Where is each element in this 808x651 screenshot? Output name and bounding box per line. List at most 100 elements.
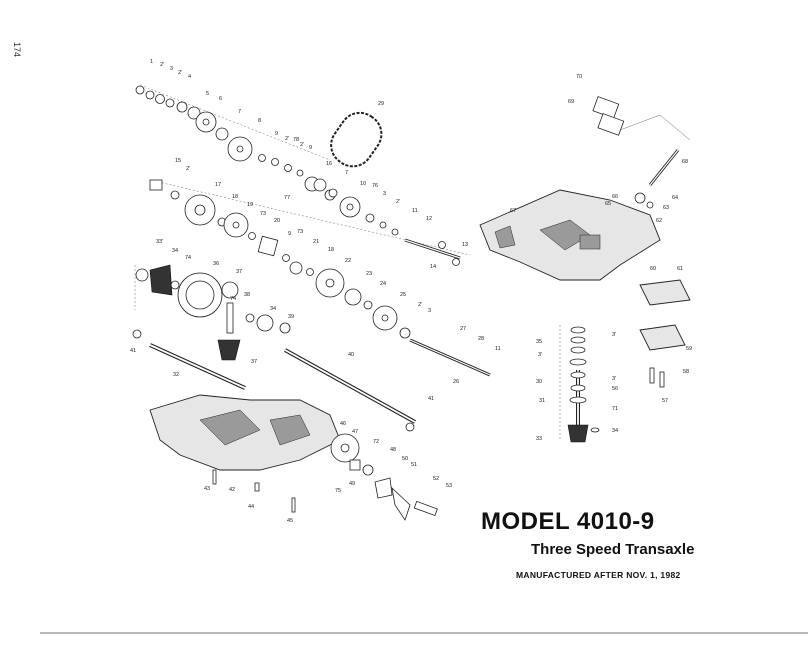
svg-text:45: 45 (287, 518, 293, 524)
svg-text:76: 76 (372, 183, 378, 189)
svg-text:75: 75 (335, 488, 341, 494)
svg-text:40: 40 (348, 352, 354, 358)
housing-cover (479, 96, 661, 281)
svg-text:41: 41 (130, 348, 136, 354)
svg-text:25: 25 (400, 292, 406, 298)
svg-text:66: 66 (612, 194, 618, 200)
shift-plates (639, 279, 691, 388)
middle-parts-row (149, 178, 460, 339)
svg-text:15: 15 (175, 158, 181, 164)
svg-text:3': 3' (538, 352, 542, 358)
lower-housing (132, 329, 438, 521)
svg-text:41: 41 (428, 396, 434, 402)
model-title: MODEL 4010-9 (481, 508, 655, 535)
svg-text:19: 19 (247, 202, 253, 208)
svg-text:70: 70 (576, 74, 582, 80)
svg-text:11: 11 (495, 346, 501, 352)
svg-text:3': 3' (612, 332, 616, 338)
svg-text:2': 2' (418, 302, 422, 308)
svg-text:58: 58 (683, 369, 689, 375)
svg-text:73: 73 (260, 211, 266, 217)
svg-text:78: 78 (293, 137, 299, 143)
svg-text:23: 23 (366, 271, 372, 277)
svg-text:3: 3 (170, 66, 173, 72)
svg-text:34: 34 (612, 428, 618, 434)
svg-text:2': 2' (178, 70, 182, 76)
svg-text:5: 5 (206, 91, 209, 97)
svg-text:72: 72 (373, 439, 379, 445)
drive-chain (330, 111, 383, 168)
svg-text:42: 42 (229, 487, 235, 493)
svg-text:2': 2' (396, 199, 400, 205)
svg-text:59: 59 (686, 346, 692, 352)
svg-text:4: 4 (188, 74, 191, 80)
svg-text:28: 28 (478, 336, 484, 342)
svg-text:64: 64 (672, 195, 678, 201)
svg-text:37: 37 (236, 269, 242, 275)
svg-text:14: 14 (430, 264, 436, 270)
svg-text:38: 38 (244, 292, 250, 298)
svg-text:10: 10 (360, 181, 366, 187)
svg-text:13: 13 (462, 242, 468, 248)
svg-text:35: 35 (536, 339, 542, 345)
svg-text:17: 17 (215, 182, 221, 188)
svg-text:67: 67 (510, 208, 516, 214)
model-subtitle: Three Speed Transaxle (531, 541, 695, 558)
svg-text:30: 30 (536, 379, 542, 385)
svg-text:57: 57 (662, 398, 668, 404)
svg-text:24: 24 (380, 281, 386, 287)
differential-gears (135, 264, 291, 361)
svg-text:26: 26 (453, 379, 459, 385)
svg-text:9: 9 (309, 145, 312, 151)
svg-text:3: 3 (383, 191, 386, 197)
svg-text:47: 47 (352, 429, 358, 435)
svg-text:39: 39 (288, 314, 294, 320)
svg-text:63: 63 (663, 205, 669, 211)
svg-text:32: 32 (173, 372, 179, 378)
svg-text:44: 44 (248, 504, 254, 510)
svg-text:3': 3' (612, 376, 616, 382)
svg-text:69: 69 (568, 99, 574, 105)
svg-text:51: 51 (411, 462, 417, 468)
svg-text:34: 34 (172, 248, 178, 254)
svg-text:36: 36 (213, 261, 219, 267)
svg-text:9: 9 (275, 131, 278, 137)
svg-text:68: 68 (682, 159, 688, 165)
svg-text:46: 46 (340, 421, 346, 427)
svg-text:11: 11 (412, 208, 418, 214)
svg-text:33': 33' (156, 239, 163, 245)
svg-text:20: 20 (274, 218, 280, 224)
countershaft-stack (567, 326, 600, 443)
svg-text:8: 8 (258, 118, 261, 124)
svg-text:71: 71 (612, 406, 618, 412)
svg-text:37: 37 (251, 359, 257, 365)
svg-text:22: 22 (345, 258, 351, 264)
svg-text:12: 12 (426, 216, 432, 222)
svg-text:74: 74 (185, 255, 191, 261)
svg-text:7: 7 (345, 170, 348, 176)
svg-text:77: 77 (284, 195, 290, 201)
svg-text:34: 34 (270, 306, 276, 312)
svg-text:52: 52 (433, 476, 439, 482)
shafts (149, 149, 680, 425)
svg-text:2': 2' (300, 142, 304, 148)
svg-text:50: 50 (402, 456, 408, 462)
svg-text:18: 18 (328, 247, 334, 253)
svg-text:2': 2' (285, 136, 289, 142)
svg-text:2': 2' (160, 62, 164, 68)
svg-text:62: 62 (656, 218, 662, 224)
svg-text:9: 9 (288, 231, 291, 237)
svg-text:65: 65 (605, 201, 611, 207)
svg-text:49: 49 (349, 481, 355, 487)
svg-text:18: 18 (232, 194, 238, 200)
svg-text:60: 60 (650, 266, 656, 272)
svg-text:33: 33 (536, 436, 542, 442)
svg-text:43: 43 (204, 486, 210, 492)
upper-parts-row (135, 85, 336, 201)
svg-text:53: 53 (446, 483, 452, 489)
svg-text:73: 73 (297, 229, 303, 235)
svg-text:29: 29 (378, 101, 384, 107)
svg-text:21: 21 (313, 239, 319, 245)
